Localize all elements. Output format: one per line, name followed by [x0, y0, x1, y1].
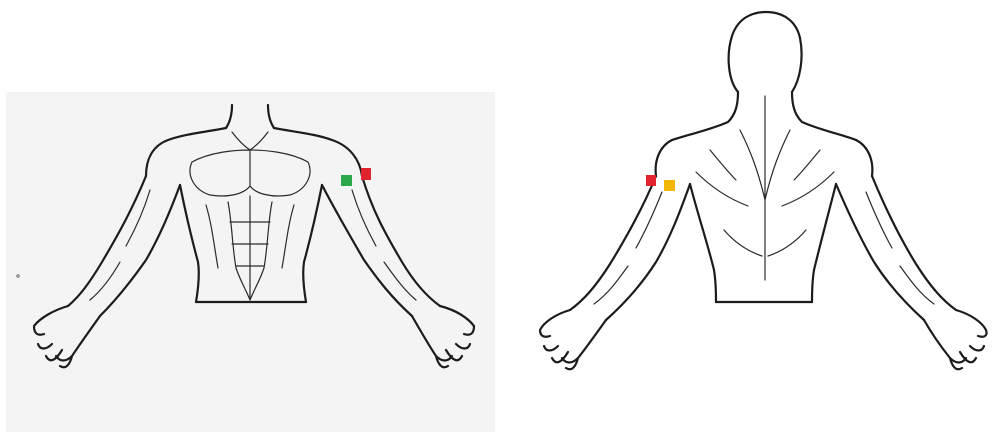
- front-view-panel: [0, 0, 495, 443]
- front-body-illustration: [0, 0, 495, 443]
- back-left-arm-muscle: [594, 192, 662, 304]
- front-marker-red: [361, 168, 371, 180]
- back-right-arm: [836, 176, 956, 320]
- front-marker-green: [341, 175, 352, 186]
- back-right-arm-muscle: [866, 192, 934, 304]
- back-shoulders: [656, 140, 873, 176]
- back-torso-outline: [690, 184, 836, 302]
- back-marker-red: [646, 175, 656, 186]
- back-view-panel: [500, 0, 997, 443]
- back-head: [729, 12, 802, 92]
- back-neck-traps: [672, 92, 856, 140]
- back-right-hand: [924, 310, 987, 369]
- back-left-arm: [570, 176, 690, 320]
- back-body-illustration: [500, 0, 997, 443]
- back-marker-yellow: [664, 180, 675, 191]
- back-spine: [740, 96, 790, 280]
- back-left-hand: [540, 310, 606, 369]
